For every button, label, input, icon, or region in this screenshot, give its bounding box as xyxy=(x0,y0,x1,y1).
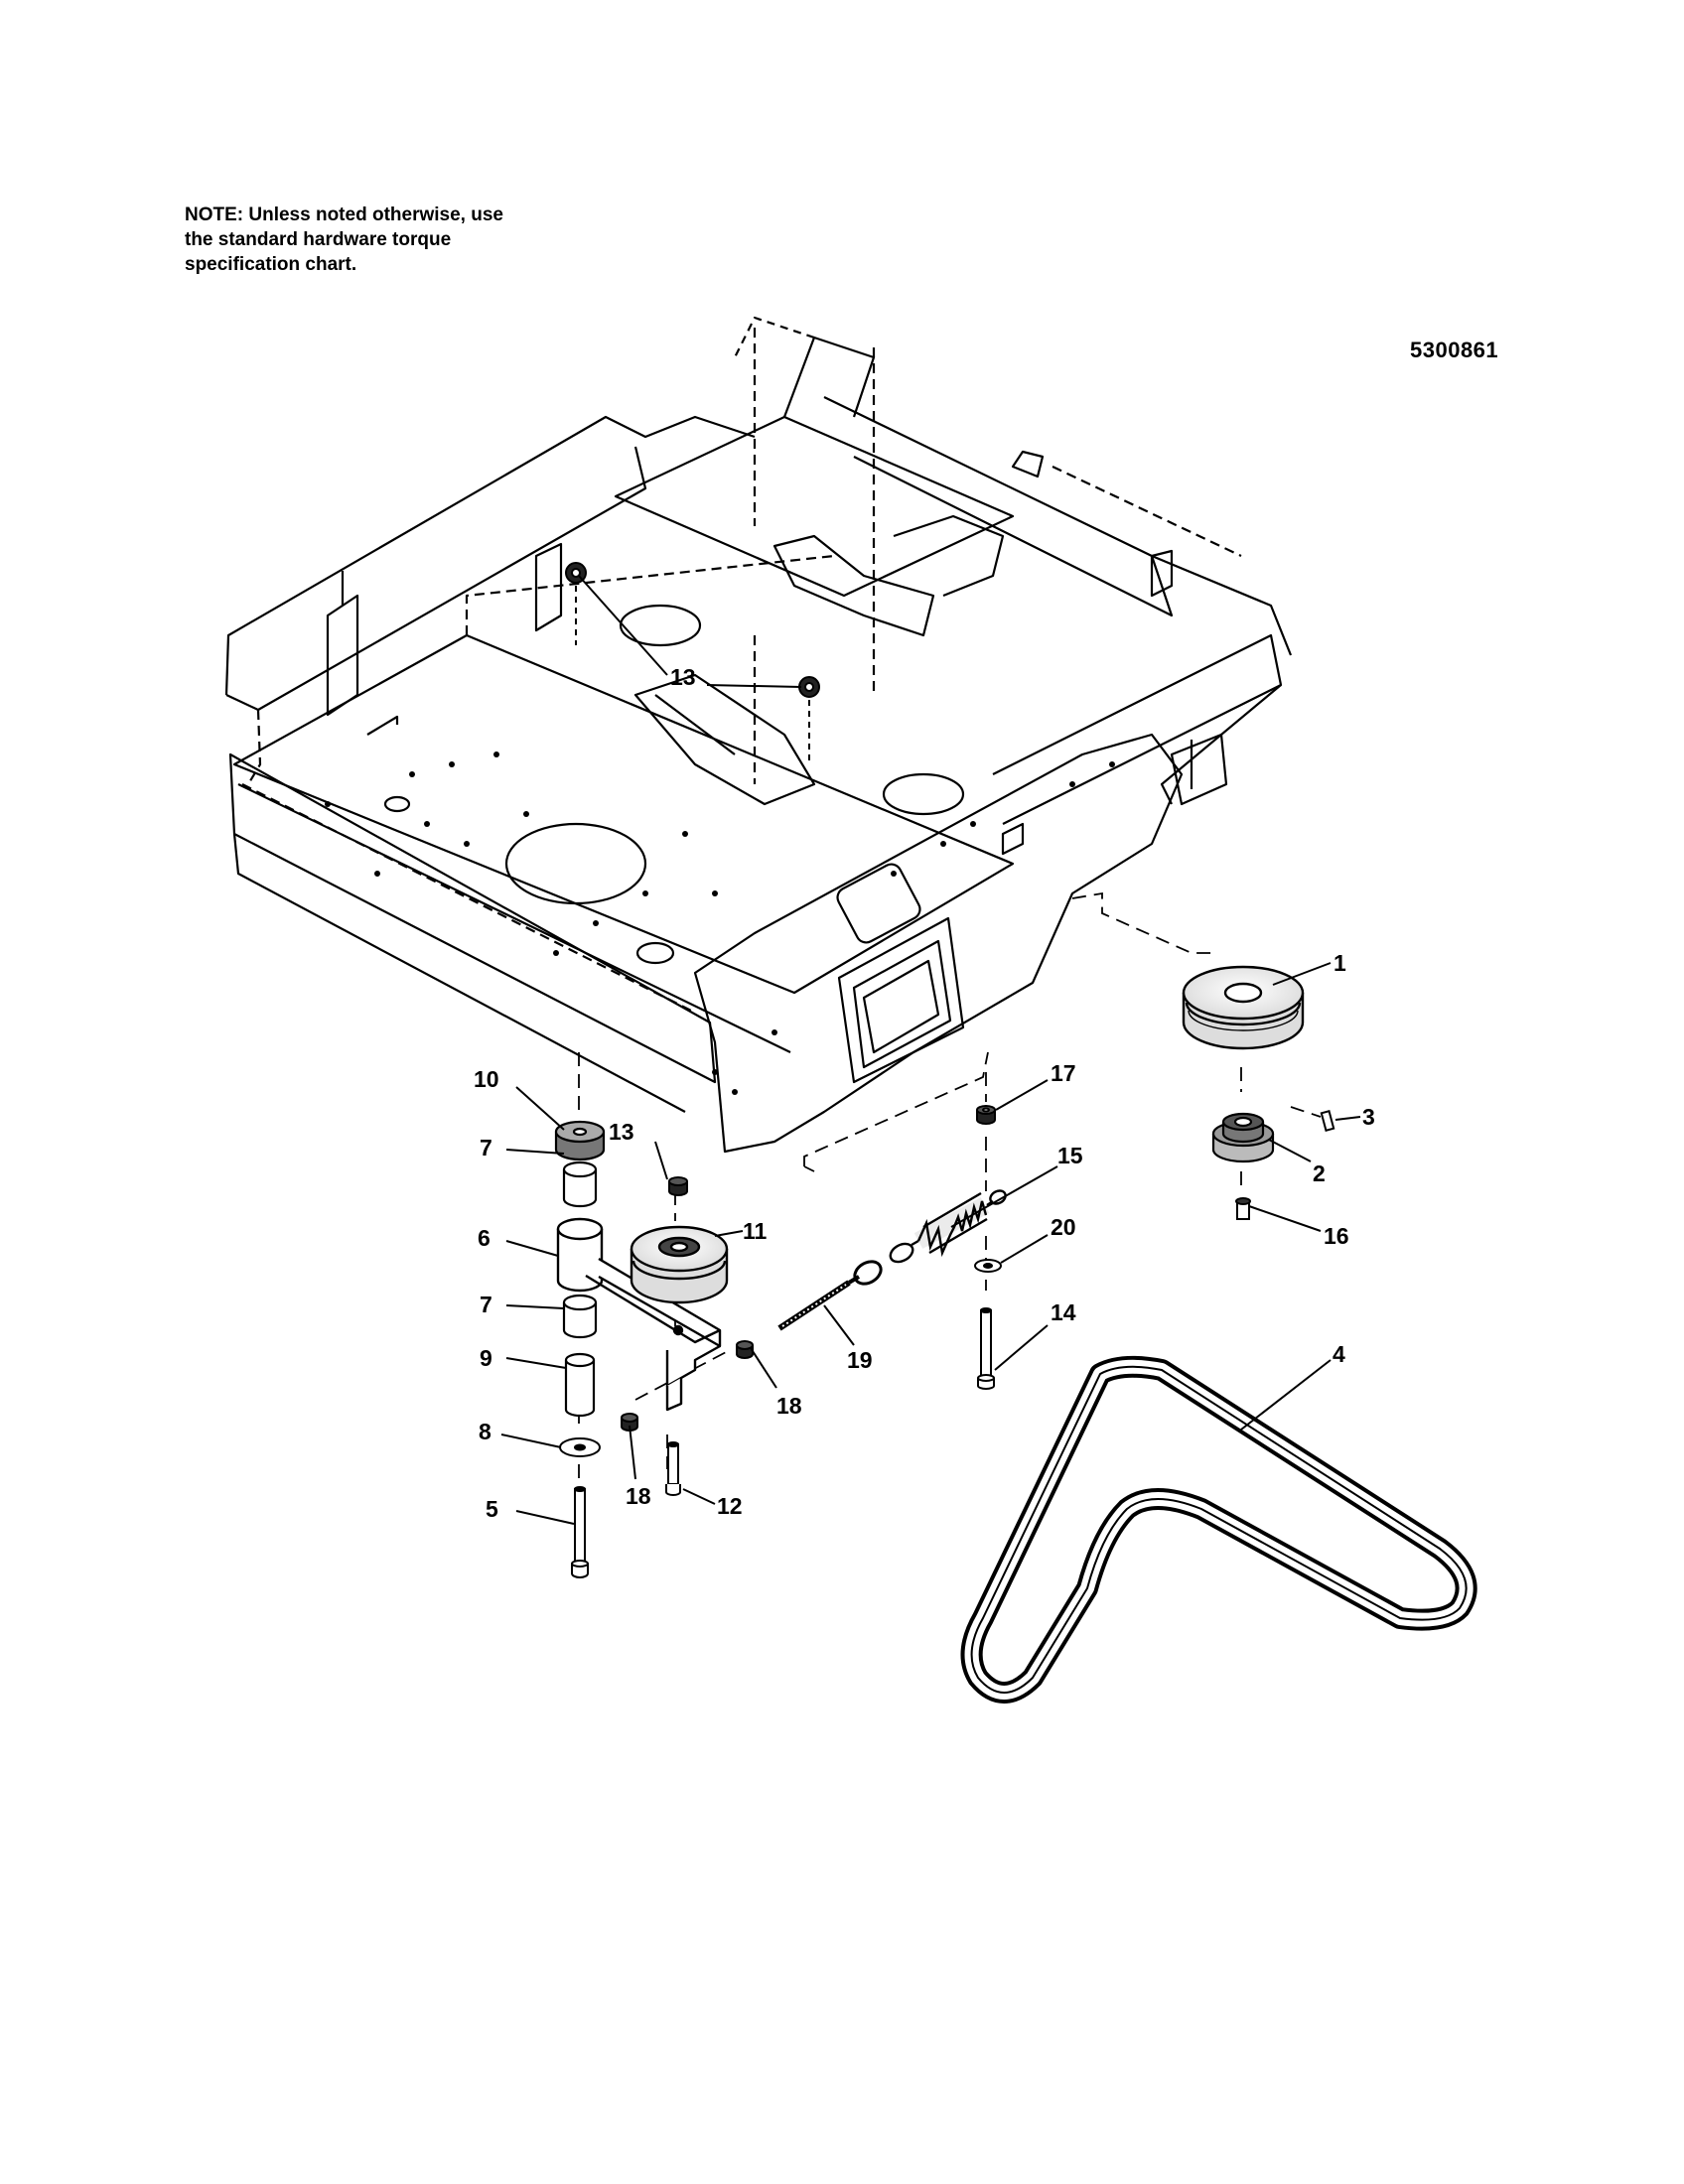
lower-bushing xyxy=(562,1294,598,1339)
callout-10: 10 xyxy=(474,1066,499,1092)
frame-lock-nut-upper xyxy=(565,562,587,645)
idler-arm xyxy=(556,1217,722,1412)
callout-4: 4 xyxy=(1333,1341,1345,1367)
spring-anchor-bolt xyxy=(977,1307,995,1390)
spring-washer xyxy=(974,1259,1002,1273)
note-line-2: the standard hardware torque xyxy=(185,229,452,250)
callout-8: 8 xyxy=(479,1419,491,1444)
drive-pulley xyxy=(1182,965,1305,1050)
spring-lock-nut xyxy=(976,1105,996,1125)
callout-11: 11 xyxy=(743,1218,768,1244)
callout-17: 17 xyxy=(1051,1060,1076,1086)
pivot-bolt xyxy=(571,1486,589,1578)
callout-labels: 1 2 3 4 5 6 7 7 8 9 10 11 12 13 13 14 15… xyxy=(474,664,1375,1522)
callout-2: 2 xyxy=(1313,1160,1326,1186)
callout-15: 15 xyxy=(1057,1143,1083,1168)
callout-16: 16 xyxy=(1324,1223,1349,1249)
torque-note: NOTE: Unless noted otherwise, use the st… xyxy=(185,203,582,277)
note-line-3: specification chart. xyxy=(185,254,357,275)
callout-13-idler: 13 xyxy=(609,1119,634,1145)
pulley-hub xyxy=(1211,1112,1275,1163)
arm-shoulder-bolt xyxy=(665,1441,681,1496)
callout-9: 9 xyxy=(480,1345,492,1371)
set-screw xyxy=(1235,1197,1251,1220)
drawing-number: 5300861 xyxy=(1410,338,1499,362)
woodruff-key xyxy=(1320,1110,1335,1132)
note-line-1: NOTE: Unless noted otherwise, use xyxy=(185,205,503,225)
callout-7-upper: 7 xyxy=(480,1135,492,1160)
leader-lines xyxy=(500,575,1361,1525)
callout-1: 1 xyxy=(1333,950,1346,976)
callout-7-lower: 7 xyxy=(480,1292,492,1317)
top-cap xyxy=(554,1120,606,1161)
hex-nut-left xyxy=(621,1413,638,1432)
callout-12: 12 xyxy=(717,1493,743,1519)
drive-belt xyxy=(960,1355,1477,1704)
callout-3: 3 xyxy=(1362,1104,1375,1130)
callout-18-left: 18 xyxy=(626,1483,651,1509)
chassis-frame xyxy=(224,316,1293,1154)
upper-bushing xyxy=(562,1160,598,1208)
hex-nut-right xyxy=(736,1340,754,1359)
callout-5: 5 xyxy=(486,1496,498,1522)
tension-eyebolt xyxy=(777,1260,883,1331)
callout-6: 6 xyxy=(478,1225,491,1251)
callout-19: 19 xyxy=(847,1347,873,1373)
idler-lock-nut xyxy=(668,1176,688,1196)
callout-13-frame: 13 xyxy=(670,664,696,690)
frame-holes xyxy=(325,751,1115,1095)
callout-18-right: 18 xyxy=(776,1393,802,1419)
idler-pulley xyxy=(630,1225,729,1304)
flat-washer xyxy=(559,1437,601,1457)
callout-14: 14 xyxy=(1051,1299,1076,1325)
spacer-tube xyxy=(564,1352,596,1418)
callout-20: 20 xyxy=(1051,1214,1076,1240)
idler-spring xyxy=(889,1189,1007,1264)
frame-lock-nut-lower xyxy=(798,676,820,764)
